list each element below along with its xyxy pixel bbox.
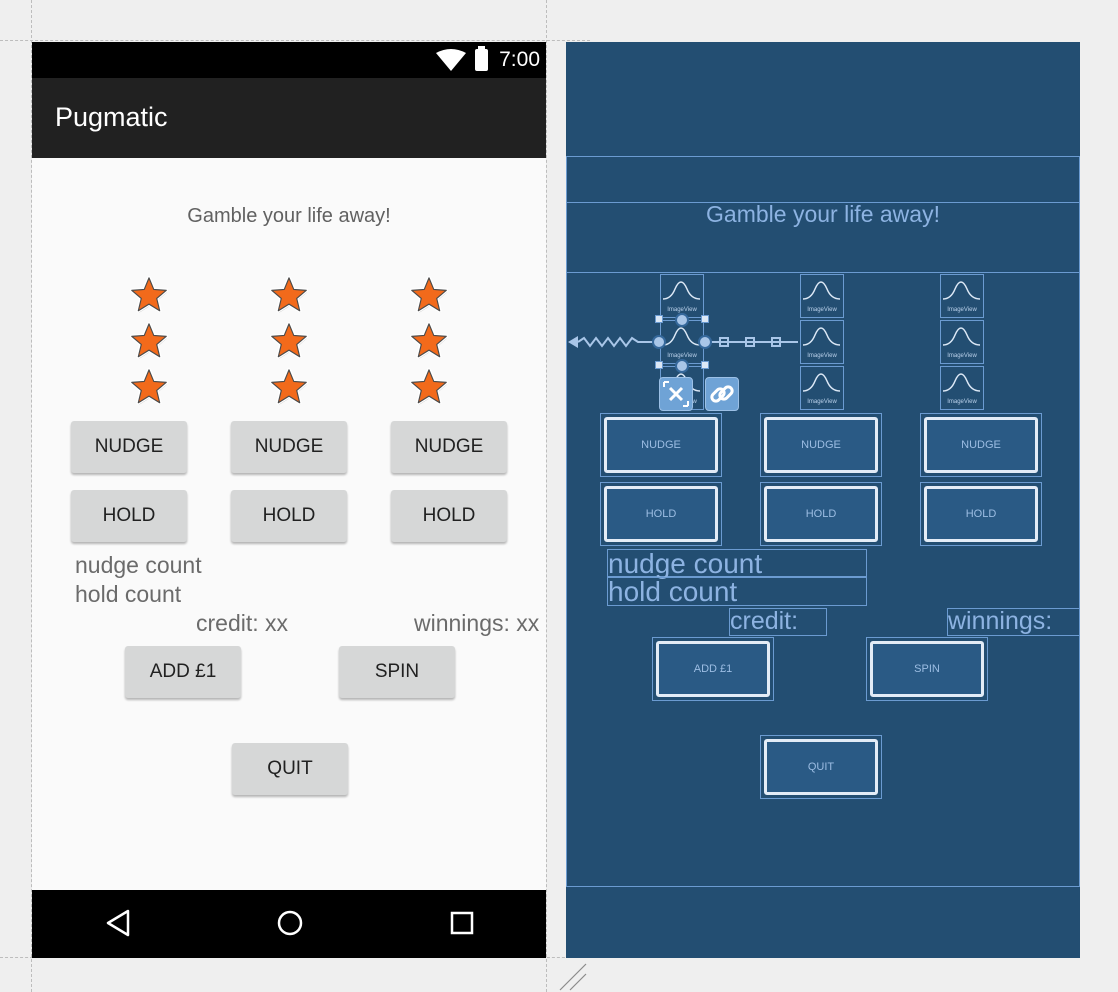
constraint-anchor-left[interactable] xyxy=(652,335,666,349)
blueprint-hold-1-label: HOLD xyxy=(645,508,677,520)
blueprint-credit-box[interactable]: credit: xyxy=(729,608,827,636)
clear-constraints-icon[interactable] xyxy=(659,377,693,411)
resize-handle-tl[interactable] xyxy=(655,315,663,323)
blueprint-nudge-count: nudge count xyxy=(608,548,763,579)
blueprint-imageview[interactable]: ImageView xyxy=(800,320,844,364)
star-icon xyxy=(408,367,450,409)
hold-count-label: hold count xyxy=(75,581,182,607)
constraint-anchor-bottom[interactable] xyxy=(675,359,689,373)
status-time: 7:00 xyxy=(499,48,540,71)
constraint-anchor-right[interactable] xyxy=(698,335,712,349)
blueprint-imageview[interactable]: ImageView xyxy=(940,366,984,410)
blueprint-spin-button[interactable]: SPIN xyxy=(866,637,988,701)
blueprint-imageview[interactable]: ImageView xyxy=(940,320,984,364)
blueprint-add-button[interactable]: ADD £1 xyxy=(652,637,774,701)
guide-right xyxy=(546,0,547,992)
star-icon xyxy=(408,321,450,363)
link-icon[interactable] xyxy=(705,377,739,411)
hold-button-2[interactable]: HOLD xyxy=(231,490,347,542)
blueprint-imageview-label: ImageView xyxy=(947,353,977,359)
blueprint-quit-label: QUIT xyxy=(807,761,835,773)
blueprint-imageview[interactable]: ImageView xyxy=(660,274,704,318)
nudge-button-2[interactable]: NUDGE xyxy=(231,421,347,473)
blueprint-spin-label: SPIN xyxy=(914,663,940,675)
resize-handle-bl[interactable] xyxy=(655,361,663,369)
blueprint-nudge-2[interactable]: NUDGE xyxy=(760,413,882,477)
hold-button-3[interactable]: HOLD xyxy=(391,490,507,542)
nudge-button-3[interactable]: NUDGE xyxy=(391,421,507,473)
constraint-lines xyxy=(568,336,798,348)
wifi-icon xyxy=(436,49,466,71)
blueprint-tagline: Gamble your life away! xyxy=(706,201,940,227)
blueprint-hold-3-label: HOLD xyxy=(965,508,997,520)
guide-left xyxy=(31,0,32,992)
star-icon xyxy=(128,275,170,317)
credit-label: credit: xx xyxy=(196,610,289,636)
blueprint-hold-3[interactable]: HOLD xyxy=(920,482,1042,546)
blueprint-imageview[interactable]: ImageView xyxy=(800,274,844,318)
blueprint-nudge-1-label: NUDGE xyxy=(641,439,681,451)
constraint-anchor-top[interactable] xyxy=(675,313,689,327)
blueprint-hold-1[interactable]: HOLD xyxy=(600,482,722,546)
blueprint-winnings-box[interactable]: winnings: xyxy=(947,608,1080,636)
back-icon[interactable] xyxy=(104,908,132,938)
blueprint-imageview-label: ImageView xyxy=(947,399,977,405)
resize-handle-tr[interactable] xyxy=(701,315,709,323)
blueprint-quit-button[interactable]: QUIT xyxy=(760,735,882,799)
home-icon[interactable] xyxy=(275,908,305,938)
blueprint-root-layout[interactable] xyxy=(566,156,1080,887)
quit-button[interactable]: QUIT xyxy=(232,743,348,795)
blueprint-imageview-label: ImageView xyxy=(667,307,697,313)
blueprint-hold-count-box[interactable]: hold count xyxy=(607,577,867,606)
blueprint-nudge-count-box[interactable]: nudge count xyxy=(607,548,867,579)
app-title: Pugmatic xyxy=(55,102,168,132)
blueprint-imageview-label: ImageView xyxy=(667,353,697,359)
blueprint-imageview-label: ImageView xyxy=(807,399,837,405)
star-icon xyxy=(128,367,170,409)
blueprint-hold-2-label: HOLD xyxy=(805,508,837,520)
guide-top xyxy=(0,40,590,41)
app-bar: Pugmatic xyxy=(32,78,546,158)
recents-icon[interactable] xyxy=(448,908,476,938)
resize-grip-icon[interactable] xyxy=(558,962,588,992)
navigation-bar xyxy=(32,890,546,958)
star-icon xyxy=(128,321,170,363)
blueprint-imageview-label: ImageView xyxy=(807,307,837,313)
star-icon xyxy=(268,321,310,363)
nudge-button-1[interactable]: NUDGE xyxy=(71,421,187,473)
blueprint-hold-count: hold count xyxy=(608,576,738,607)
blueprint-winnings: winnings: xyxy=(948,607,1053,635)
winnings-label: winnings: xx xyxy=(414,610,540,636)
battery-icon xyxy=(475,46,488,71)
add-credit-button[interactable]: ADD £1 xyxy=(125,646,241,698)
star-icon xyxy=(268,275,310,317)
blueprint-hold-2[interactable]: HOLD xyxy=(760,482,882,546)
blueprint-nudge-3-label: NUDGE xyxy=(961,439,1001,451)
blueprint-imageview-label: ImageView xyxy=(807,353,837,359)
blueprint-credit: credit: xyxy=(730,607,799,635)
blueprint-nudge-1[interactable]: NUDGE xyxy=(600,413,722,477)
blueprint-add-label: ADD £1 xyxy=(693,663,733,675)
nudge-count-label: nudge count xyxy=(75,552,202,578)
blueprint-tagline-box[interactable]: Gamble your life away! xyxy=(566,202,1080,273)
resize-handle-br[interactable] xyxy=(701,361,709,369)
blueprint-imageview[interactable]: ImageView xyxy=(800,366,844,410)
star-icon xyxy=(408,275,450,317)
design-preview: 7:00 Pugmatic Gamble your life away! NUD… xyxy=(32,42,546,958)
blueprint-imageview[interactable]: ImageView xyxy=(940,274,984,318)
star-icon xyxy=(268,367,310,409)
tagline: Gamble your life away! xyxy=(187,205,391,227)
hold-button-1[interactable]: HOLD xyxy=(71,490,187,542)
blueprint-nudge-2-label: NUDGE xyxy=(801,439,841,451)
spin-button[interactable]: SPIN xyxy=(339,646,455,698)
status-bar: 7:00 xyxy=(32,42,546,78)
blueprint-nudge-3[interactable]: NUDGE xyxy=(920,413,1042,477)
blueprint-imageview-label: ImageView xyxy=(947,307,977,313)
